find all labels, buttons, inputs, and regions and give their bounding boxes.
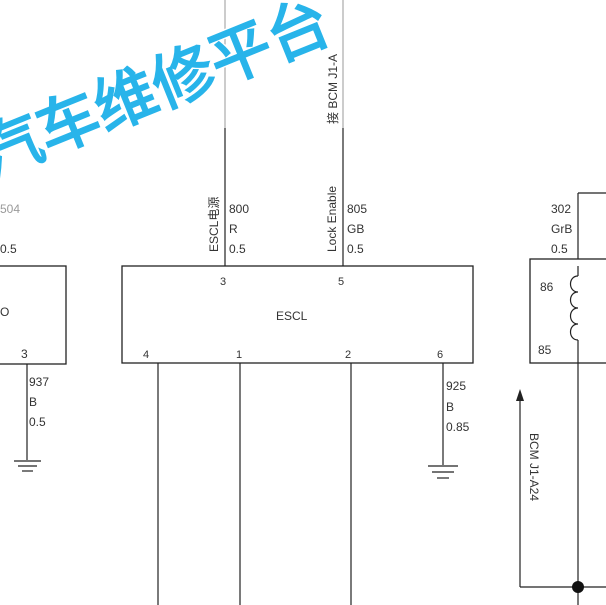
relay-coil [569, 275, 579, 341]
escl-ground-color: B [446, 400, 454, 414]
escl-module: ESCL 3 5 4 1 2 6 [121, 265, 474, 364]
lock-enable-function: Lock Enable [325, 186, 339, 252]
left-component-label: O [0, 305, 9, 319]
power-wire-function: ESCL电源 [207, 197, 221, 252]
lock-enable-color: GB [347, 222, 364, 236]
left-top-wire-size: 0.5 [0, 242, 17, 256]
power-wire-size: 0.5 [229, 242, 246, 256]
junction-dot [572, 581, 584, 593]
left-ground-size: 0.5 [29, 415, 46, 429]
lock-enable-code: 805 [347, 202, 367, 216]
relay-feed-size: 0.5 [551, 242, 568, 256]
relay: 302 GrB 0.5 86 85 [529, 192, 606, 605]
left-ground-code: 937 [29, 375, 49, 389]
escl-pin-3: 3 [220, 276, 226, 288]
escl-ground-code: 925 [446, 379, 466, 393]
escl-pin-2: 2 [345, 349, 351, 361]
lock-enable-dest: 接 BCM J1-A [325, 54, 340, 124]
escl-module-box [121, 265, 474, 364]
escl-pin-6: 6 [437, 349, 443, 361]
power-wire-code: 800 [229, 202, 249, 216]
relay-pin-85: 85 [538, 343, 552, 357]
left-top-wire-code: 504 [0, 202, 20, 216]
escl-pin-5: 5 [338, 276, 344, 288]
left-component: O 3 504 0.5 937 B 0.5 [0, 202, 67, 472]
ground-symbol-left [14, 460, 41, 472]
escl-pin-4: 4 [143, 349, 149, 361]
ground-symbol-escl [428, 465, 458, 479]
relay-pin-86: 86 [540, 280, 554, 294]
left-component-pin-3: 3 [21, 347, 28, 361]
watermark: 汽车维修平台 [0, 0, 341, 192]
bcm-link: BCM J1-A24 [516, 389, 606, 593]
relay-feed-color: GrB [551, 222, 572, 236]
escl-module-label: ESCL [276, 309, 308, 323]
arrow-head-icon [516, 389, 524, 401]
left-ground-color: B [29, 395, 37, 409]
relay-feed-code: 302 [551, 202, 571, 216]
lock-enable-size: 0.5 [347, 242, 364, 256]
bcm-link-label: BCM J1-A24 [527, 433, 541, 501]
left-component-box [0, 265, 67, 365]
escl-ground-size: 0.85 [446, 420, 470, 434]
escl-pin-1: 1 [236, 349, 242, 361]
power-wire-color: R [229, 222, 238, 236]
relay-box [529, 258, 606, 364]
